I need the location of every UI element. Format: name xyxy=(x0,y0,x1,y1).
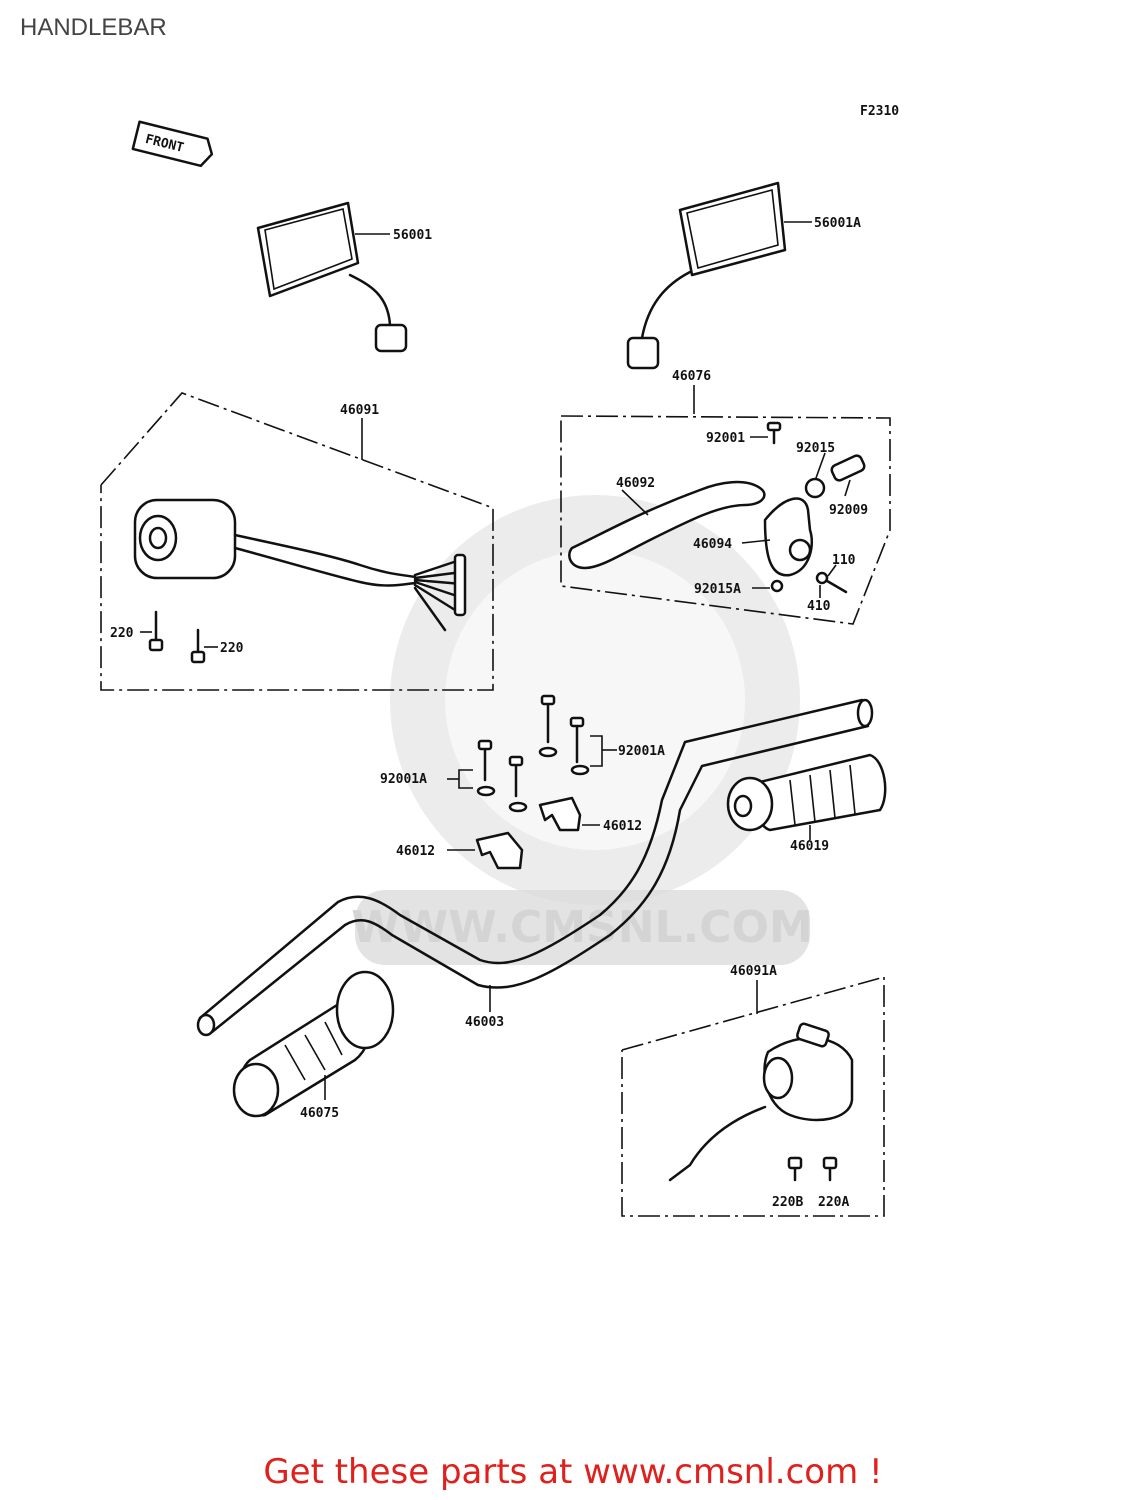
label-46091a: 46091A xyxy=(730,964,777,979)
label-46012-left: 46012 xyxy=(396,844,435,859)
label-220b: 220B xyxy=(772,1195,803,1210)
label-46019: 46019 xyxy=(790,839,829,854)
label-110: 110 xyxy=(832,553,856,568)
label-46094: 46094 xyxy=(693,537,732,552)
label-46092: 46092 xyxy=(616,476,655,491)
label-220-a: 220 xyxy=(110,626,134,641)
figure-code: F2310 xyxy=(860,104,899,119)
label-92001a-left: 92001A xyxy=(380,772,427,787)
label-92001: 92001 xyxy=(706,431,745,446)
label-56001: 56001 xyxy=(393,228,432,243)
page-title: HANDLEBAR xyxy=(20,14,167,41)
label-92015: 92015 xyxy=(796,441,835,456)
label-92001a-right: 92001A xyxy=(618,744,665,759)
label-92009: 92009 xyxy=(829,503,868,518)
label-92015a: 92015A xyxy=(694,582,741,597)
mirror-left xyxy=(256,201,408,353)
label-410: 410 xyxy=(807,599,831,614)
switch-left-box: 46091 xyxy=(100,392,494,691)
grip-right xyxy=(726,753,887,840)
handlebar xyxy=(196,698,874,1037)
mirror-right xyxy=(626,181,787,370)
clamp-bolts xyxy=(447,694,617,870)
label-46075: 46075 xyxy=(300,1106,339,1121)
label-46012-right: 46012 xyxy=(603,819,642,834)
label-56001a: 56001A xyxy=(814,216,861,231)
label-46076: 46076 xyxy=(672,369,711,384)
switch-right-box: 46091A xyxy=(621,964,885,1217)
front-marker: FRONT xyxy=(131,120,214,168)
grip-left xyxy=(232,970,395,1118)
lever-assembly-box: 46076 xyxy=(560,369,891,625)
footer-link[interactable]: Get these parts at www.cmsnl.com ! xyxy=(263,1452,883,1492)
label-220-b: 220 xyxy=(220,641,244,656)
label-46091: 46091 xyxy=(340,403,379,418)
label-46003: 46003 xyxy=(465,1015,504,1030)
label-220a: 220A xyxy=(818,1195,849,1210)
